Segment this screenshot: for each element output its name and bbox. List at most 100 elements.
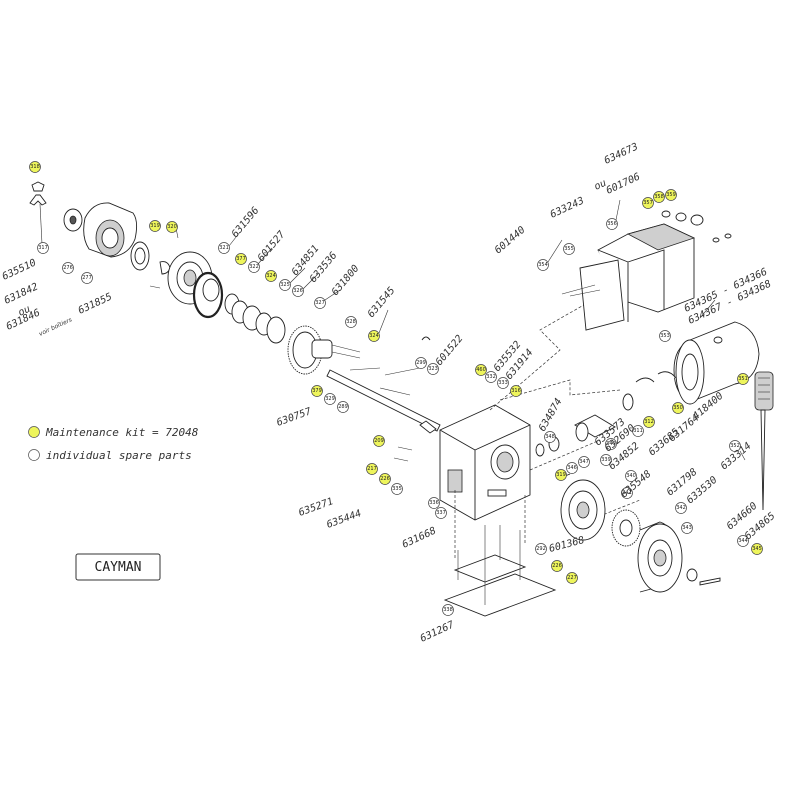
callout-bubble: 359 xyxy=(665,189,677,201)
svg-text:341: 341 xyxy=(622,490,632,496)
callout-bubble: 344 xyxy=(737,535,749,547)
part-ref: 601706 xyxy=(605,171,642,196)
part-ref: 635510 xyxy=(1,257,38,282)
part-ref: 631668 xyxy=(401,525,438,550)
callout-bubble: 338 xyxy=(442,604,454,616)
svg-text:209: 209 xyxy=(374,438,384,444)
part-ref: 601522 xyxy=(434,333,466,368)
left-assembly xyxy=(29,181,361,375)
callout-bubble: 342 xyxy=(675,502,687,514)
svg-text:342: 342 xyxy=(676,505,686,511)
svg-text:358: 358 xyxy=(654,194,664,200)
part-ref: 631596 xyxy=(230,205,262,240)
crank-handle xyxy=(754,371,774,511)
svg-text:353: 353 xyxy=(660,333,670,339)
callout-bubble: 312 xyxy=(643,416,655,428)
svg-text:338: 338 xyxy=(443,607,453,613)
base-plate xyxy=(443,525,557,617)
callout-bubble: 354 xyxy=(537,259,549,271)
model-name: CAYMAN xyxy=(95,560,142,575)
callout-bubble: 340 xyxy=(625,470,637,482)
svg-text:292: 292 xyxy=(536,546,546,552)
svg-text:227: 227 xyxy=(567,575,577,581)
svg-text:460: 460 xyxy=(476,367,486,373)
callout-bubble: 289 xyxy=(337,401,349,413)
guide-lines xyxy=(454,289,641,560)
callout-bubble: 320 xyxy=(166,221,178,233)
callout-bubble: 277 xyxy=(81,272,93,284)
callout-bubble: 339 xyxy=(600,454,612,466)
legend-label-individual: individual spare parts xyxy=(46,449,192,462)
callout-bubble: 311 xyxy=(632,425,644,437)
svg-text:324: 324 xyxy=(266,273,276,279)
callout-bubble: 227 xyxy=(566,572,578,584)
svg-text:323: 323 xyxy=(428,366,438,372)
svg-text:217: 217 xyxy=(367,466,377,472)
part-ref: ou xyxy=(17,304,33,319)
callout-bubble: 326 xyxy=(292,285,304,297)
svg-text:359: 359 xyxy=(666,192,676,198)
svg-text:337: 337 xyxy=(436,510,446,516)
part-ref: 631545 xyxy=(366,285,398,320)
svg-text:328: 328 xyxy=(346,319,356,325)
svg-text:350: 350 xyxy=(673,405,683,411)
svg-text:348: 348 xyxy=(545,434,555,440)
part-ref: 601440 xyxy=(493,225,528,257)
callout-bubble: 329 xyxy=(324,393,336,405)
svg-text:352: 352 xyxy=(730,443,740,449)
callout-bubble: 318 xyxy=(29,161,41,173)
main-shaft xyxy=(326,336,441,462)
callout-bubble: 336 xyxy=(428,497,440,509)
callout-bubble: 328 xyxy=(345,316,357,328)
svg-text:226: 226 xyxy=(380,476,390,482)
svg-text:355: 355 xyxy=(564,246,574,252)
callout-bubble: 324 xyxy=(368,330,380,342)
svg-text:322: 322 xyxy=(249,264,259,270)
svg-text:226: 226 xyxy=(552,563,562,569)
svg-text:377: 377 xyxy=(236,256,246,262)
callout-bubble: 319 xyxy=(555,469,567,481)
callout-bubble: 321 xyxy=(218,242,230,254)
svg-text:356: 356 xyxy=(607,221,617,227)
svg-text:349: 349 xyxy=(606,441,616,447)
callout-bubble: 335 xyxy=(391,483,403,495)
callout-bubbles: 318 317 276 277 319 320 321 377 322 324 … xyxy=(29,161,763,616)
svg-text:357: 357 xyxy=(643,200,653,206)
part-ref: 635444 xyxy=(325,508,363,531)
svg-text:276: 276 xyxy=(63,265,73,271)
svg-text:319: 319 xyxy=(150,223,160,229)
part-ref: 631855 xyxy=(77,291,114,316)
callout-bubble: 343 xyxy=(681,522,693,534)
part-ref: 631800 xyxy=(330,263,362,298)
callout-bubble: 217 xyxy=(366,463,378,475)
svg-text:321: 321 xyxy=(219,245,229,251)
callout-bubble: 209 xyxy=(373,435,385,447)
part-ref: ou xyxy=(593,178,609,193)
callout-bubble: 350 xyxy=(672,402,684,414)
callout-bubble: 317 xyxy=(37,242,49,254)
electric-motor xyxy=(657,321,760,405)
part-ref: 601527 xyxy=(256,229,288,264)
part-ref: 633243 xyxy=(549,195,586,220)
callout-bubble: 377 xyxy=(235,253,247,265)
leader-lines xyxy=(228,199,746,461)
svg-text:319: 319 xyxy=(556,472,566,478)
svg-text:299: 299 xyxy=(416,360,426,366)
callout-bubble: 341 xyxy=(621,487,633,499)
callout-bubble: 460 xyxy=(475,364,487,376)
callout-bubble: 323 xyxy=(427,363,439,375)
svg-text:344: 344 xyxy=(738,538,748,544)
callout-bubble: 299 xyxy=(415,357,427,369)
callout-bubble: 357 xyxy=(642,197,654,209)
svg-text:311: 311 xyxy=(633,428,643,434)
svg-text:339: 339 xyxy=(601,457,611,463)
svg-text:316: 316 xyxy=(511,388,521,394)
svg-text:320: 320 xyxy=(167,224,177,230)
callout-bubble: 324 xyxy=(265,270,277,282)
svg-text:340: 340 xyxy=(626,473,636,479)
motor-cover xyxy=(561,210,732,331)
callout-bubble: 345 xyxy=(751,543,763,555)
svg-text:318: 318 xyxy=(30,164,40,170)
callout-bubble: 355 xyxy=(563,243,575,255)
callout-bubble: 349 xyxy=(605,438,617,450)
